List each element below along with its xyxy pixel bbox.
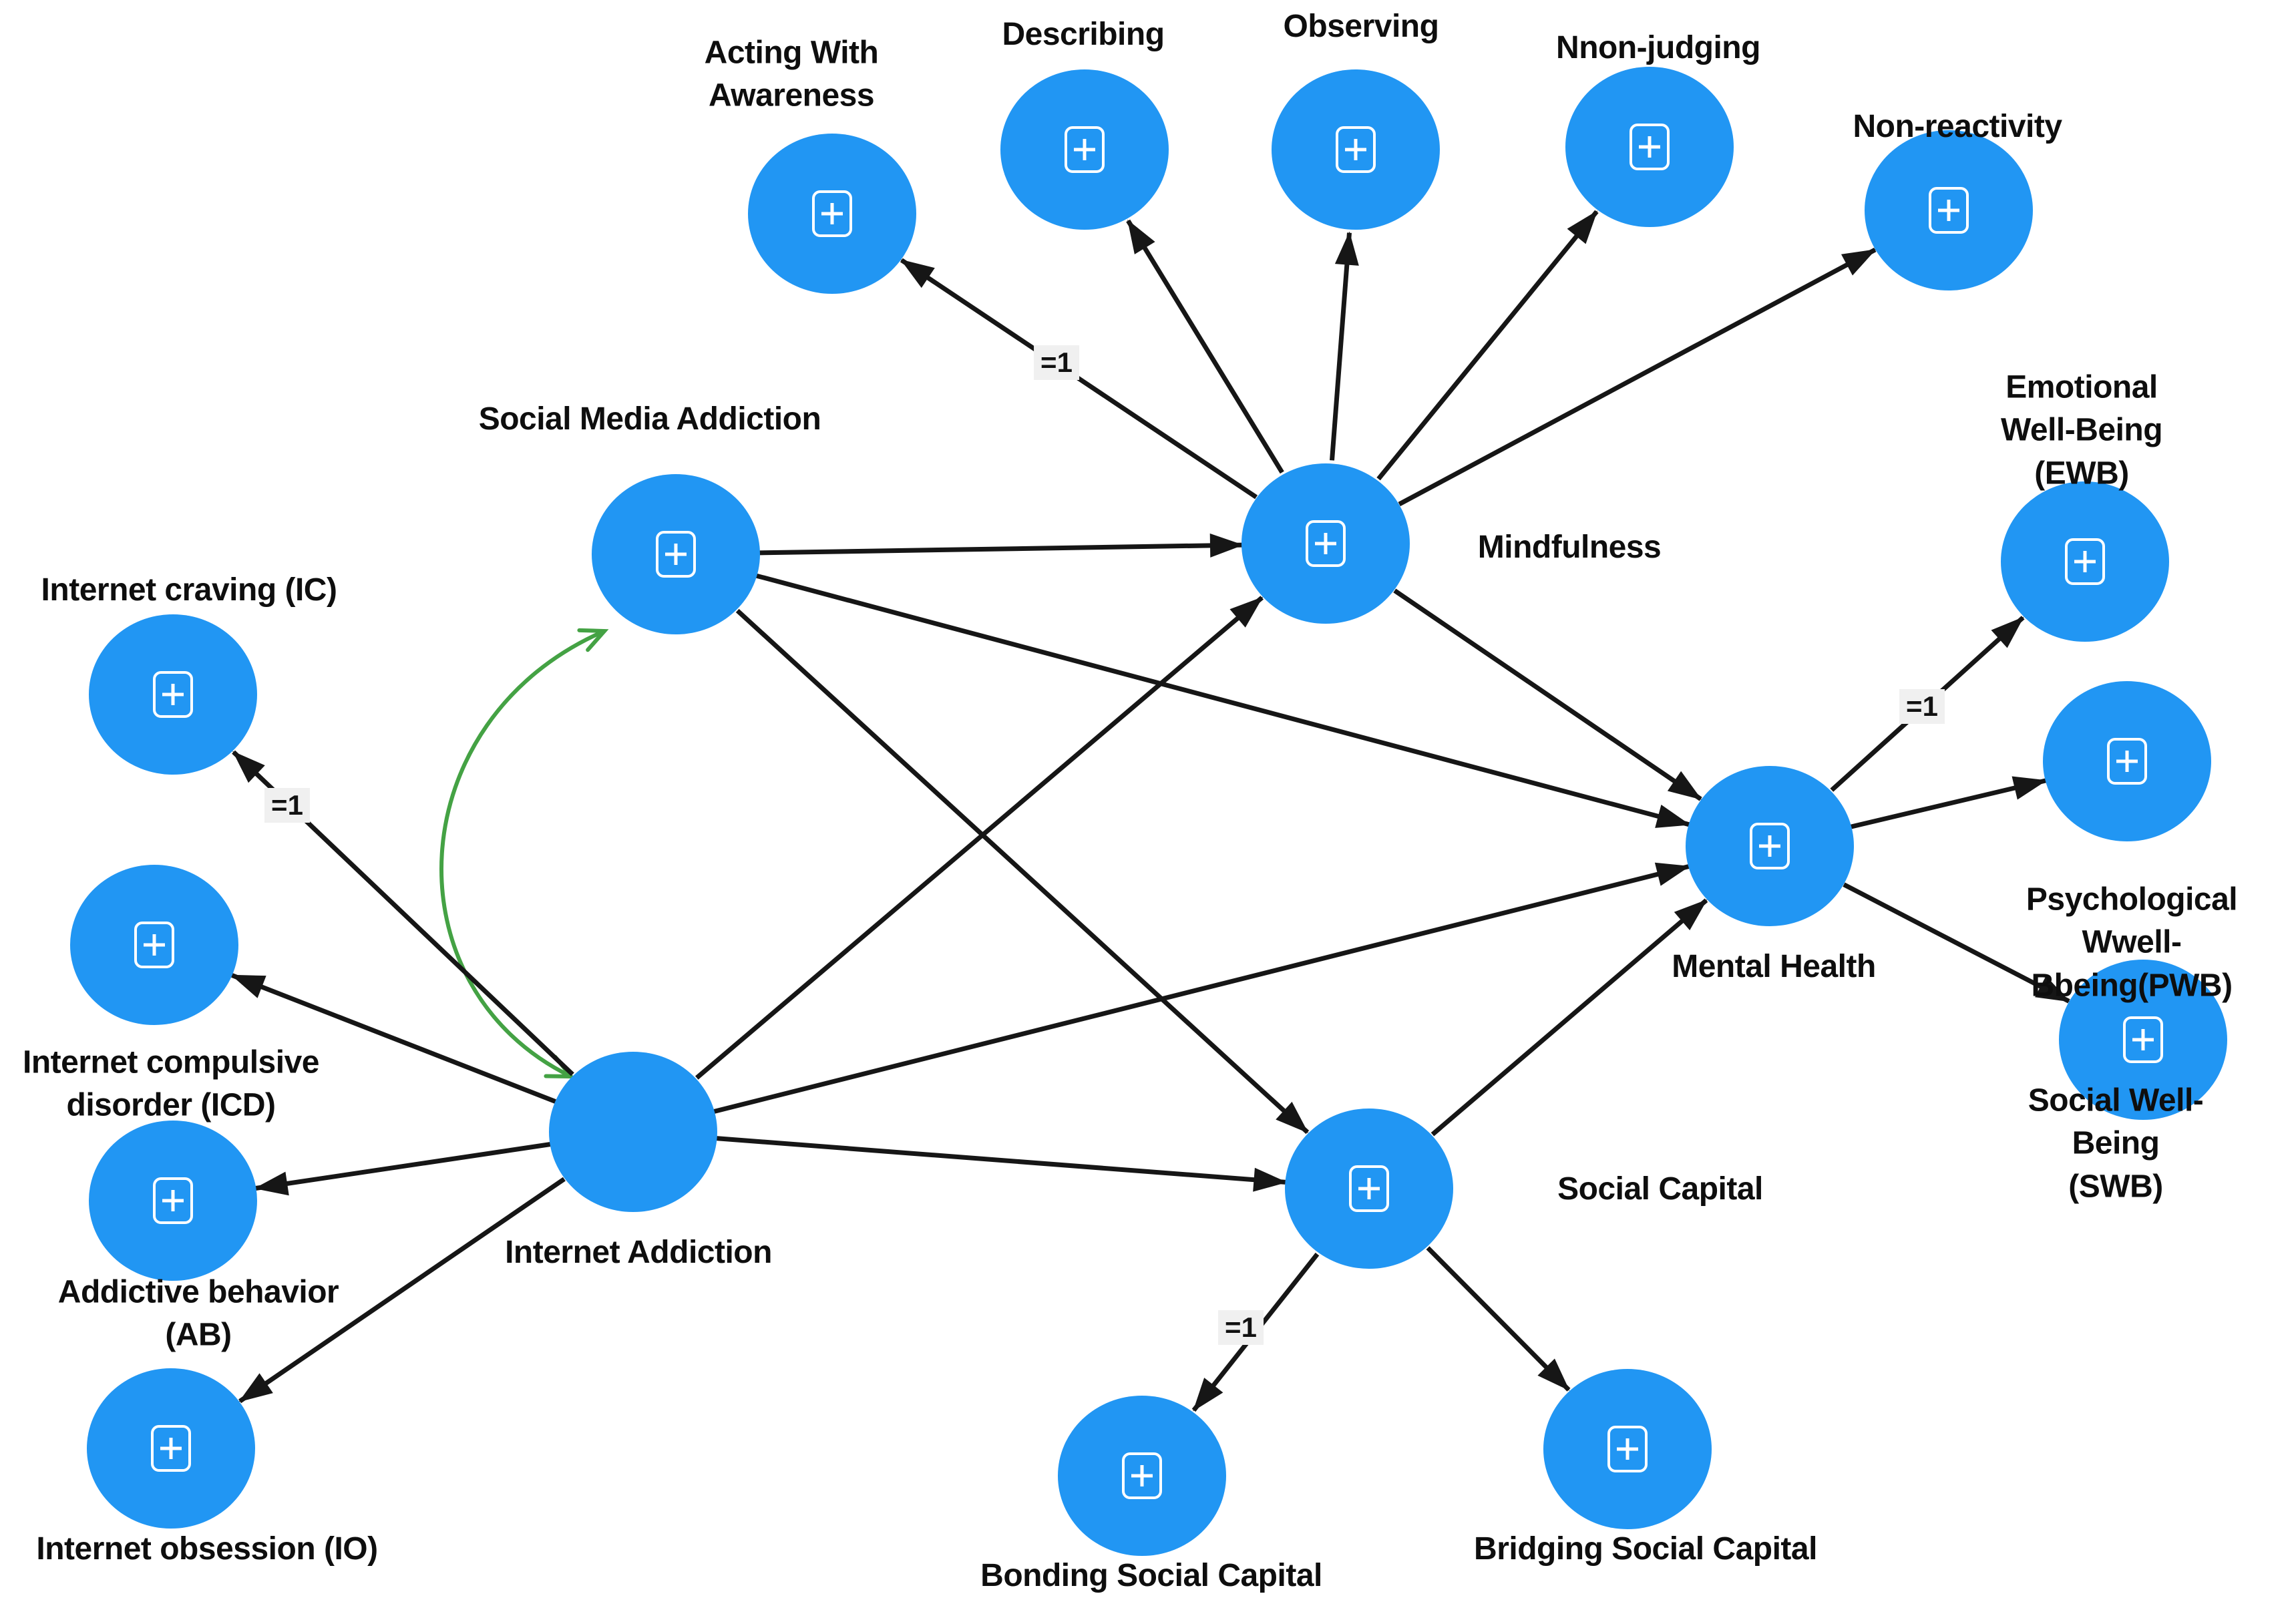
path-arrow-mindfulness-mh[interactable] (1393, 588, 1702, 801)
node-label-nonjudging: Nnon-judging (1556, 29, 1760, 65)
plus-icon[interactable] (1349, 1165, 1389, 1212)
node-describing[interactable] (1000, 69, 1169, 230)
node-label-awa: Acting With Awareness (704, 35, 879, 114)
node-label-ia: Internet Addiction (505, 1234, 772, 1270)
node-ia[interactable] (549, 1052, 717, 1212)
node-label-ab: Addictive behavior (AB) (57, 1274, 339, 1353)
path-arrow-sma-mh[interactable] (755, 573, 1691, 828)
path-arrow-ia-io[interactable] (238, 1177, 566, 1404)
path-arrow-ia-icd[interactable] (230, 973, 556, 1104)
correlation-arrow-sma-ia[interactable] (439, 628, 609, 1079)
plus-icon[interactable] (2107, 738, 2147, 785)
node-bridging[interactable] (1543, 1369, 1712, 1529)
path-arrow-sma-sc[interactable] (735, 608, 1310, 1135)
plus-icon[interactable] (2065, 538, 2105, 585)
plus-icon[interactable] (2123, 1016, 2163, 1063)
node-sc[interactable] (1285, 1109, 1453, 1269)
plus-icon[interactable] (153, 671, 193, 718)
node-label-bonding: Bonding Social Capital (980, 1557, 1322, 1593)
node-label-swb: Social Well-Being (SWB) (2028, 1082, 2204, 1205)
node-io[interactable] (87, 1368, 255, 1529)
path-arrow-sc-bridging[interactable] (1426, 1246, 1571, 1392)
node-bonding[interactable] (1058, 1396, 1226, 1556)
path-arrow-mh-swb[interactable] (1843, 882, 2070, 1004)
node-label-sma: Social Media Addiction (478, 401, 821, 437)
node-label-ewb: Emotional Well-Being (EWB) (2000, 369, 2163, 491)
plus-icon[interactable] (1122, 1452, 1162, 1499)
path-arrow-ia-ab[interactable] (254, 1142, 551, 1196)
path-arrow-ia-sc[interactable] (716, 1136, 1288, 1192)
node-label-icd: Internet compulsive disorder (ICD) (23, 1044, 319, 1123)
node-pwb[interactable] (2043, 681, 2211, 841)
plus-icon[interactable] (1607, 1426, 1648, 1472)
node-label-describing: Describing (1002, 16, 1165, 52)
edge-weight-label-ia-ic: =1 (264, 788, 310, 823)
node-label-nonreactivity: Non-reactivity (1853, 108, 2062, 144)
plus-icon[interactable] (151, 1425, 191, 1472)
plus-icon[interactable] (153, 1177, 193, 1224)
plus-icon[interactable] (1929, 187, 1969, 234)
plus-icon[interactable] (1630, 124, 1670, 170)
path-arrow-mindfulness-observing[interactable] (1330, 231, 1359, 461)
path-arrow-sma-mindfulness[interactable] (759, 533, 1243, 558)
edge-weight-label-sc-bonding: =1 (1218, 1310, 1264, 1345)
node-swb[interactable] (2059, 960, 2227, 1120)
plus-icon[interactable] (812, 190, 852, 237)
node-nonjudging[interactable] (1565, 67, 1734, 227)
node-label-bridging: Bridging Social Capital (1474, 1531, 1817, 1567)
node-label-ic: Internet craving (IC) (41, 572, 337, 608)
node-label-mindfulness: Mindfulness (1477, 529, 1662, 565)
node-icd[interactable] (70, 865, 238, 1025)
path-arrow-ia-mindfulness[interactable] (695, 596, 1264, 1080)
path-arrow-mindfulness-nonreactivity[interactable] (1398, 247, 1877, 507)
path-arrow-sc-mh[interactable] (1430, 898, 1708, 1137)
node-mh[interactable] (1686, 766, 1854, 926)
node-ewb[interactable] (2001, 481, 2169, 642)
path-arrow-ia-mh[interactable] (713, 862, 1690, 1114)
plus-icon[interactable] (656, 531, 696, 578)
path-arrow-mindfulness-describing[interactable] (1126, 219, 1284, 474)
node-observing[interactable] (1272, 69, 1440, 230)
plus-icon[interactable] (134, 922, 174, 968)
node-label-observing: Observing (1283, 8, 1439, 44)
node-ic[interactable] (89, 614, 257, 775)
node-awa[interactable] (748, 134, 916, 294)
node-label-sc: Social Capital (1557, 1171, 1763, 1207)
node-label-pwb: Psychological Wwell- Bbeing(PWB) (2026, 881, 2238, 1004)
node-sma[interactable] (592, 474, 760, 634)
path-arrow-mh-pwb[interactable] (1850, 776, 2048, 829)
plus-icon[interactable] (1065, 126, 1105, 173)
node-label-io: Internet obsession (IO) (36, 1531, 378, 1567)
node-label-mh: Mental Health (1672, 948, 1876, 984)
plus-icon[interactable] (1336, 126, 1376, 173)
node-mindfulness[interactable] (1241, 463, 1410, 624)
plus-icon[interactable] (1306, 520, 1346, 567)
node-ab[interactable] (89, 1121, 257, 1281)
edge-weight-label-mh-ewb: =1 (1899, 689, 1945, 724)
plus-icon[interactable] (1750, 823, 1790, 869)
edge-weight-label-mindfulness-awa: =1 (1034, 345, 1079, 380)
path-arrow-mindfulness-nonjudging[interactable] (1376, 210, 1599, 481)
node-nonreactivity[interactable] (1865, 130, 2033, 290)
